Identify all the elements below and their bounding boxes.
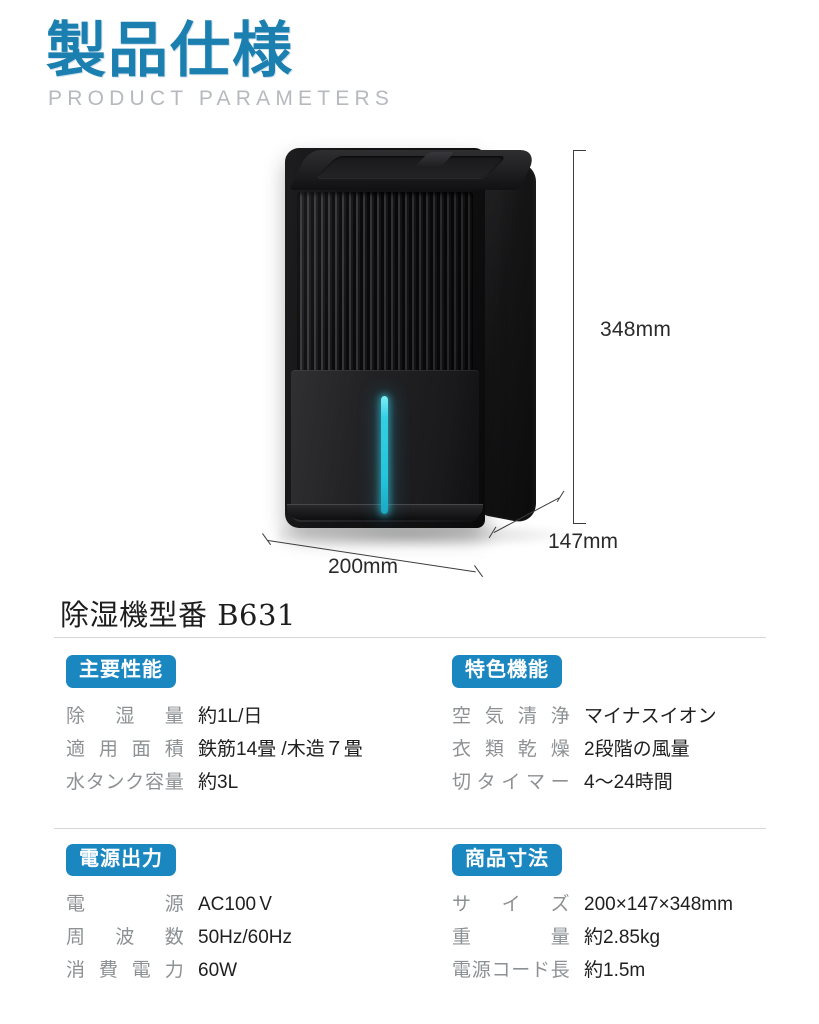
- width-dimension-cap-left: [262, 532, 272, 546]
- spec-label: 切タイマー: [452, 771, 570, 793]
- product-image-area: 348mm 200mm 147mm: [0, 140, 819, 590]
- spec-row: 適用面積 鉄筋14畳 /木造７畳: [66, 734, 390, 761]
- section-badge-main-performance: 主要性能: [66, 655, 176, 688]
- spec-row: 電源 AC100Ｖ: [66, 889, 390, 916]
- spec-list-power-output: 電源 AC100Ｖ 周波数 50Hz/60Hz 消費電力 60W: [66, 889, 390, 982]
- spec-row-group-1: 主要性能 除湿量 約1L/日 適用面積 鉄筋14畳 /木造７畳 水タンク容量 約…: [0, 655, 819, 800]
- spec-value: 約1.5m: [584, 960, 646, 982]
- spec-label: 空気清浄: [452, 705, 570, 727]
- section-badge-product-dimensions: 商品寸法: [452, 843, 562, 877]
- spec-value: 200×147×348mm: [584, 894, 733, 916]
- spec-row-group-2: 電源出力 電源 AC100Ｖ 周波数 50Hz/60Hz 消費電力 60W 商品…: [0, 843, 819, 989]
- depth-dimension-label: 147mm: [548, 530, 619, 553]
- spec-section-power-output: 電源出力 電源 AC100Ｖ 周波数 50Hz/60Hz 消費電力 60W: [0, 843, 390, 989]
- dehumidifier-illustration: [285, 148, 539, 533]
- spec-row: 重量 約2.85kg: [452, 922, 780, 949]
- device-top-inset: [315, 156, 507, 178]
- spec-label: 除湿量: [66, 705, 184, 727]
- width-dimension-label: 200mm: [328, 555, 399, 578]
- page-title: 製品仕様: [46, 16, 294, 86]
- spec-label: 消費電力: [66, 960, 184, 982]
- page-subtitle: PRODUCT PARAMETERS: [48, 87, 395, 110]
- spec-value: 鉄筋14畳 /木造７畳: [198, 738, 363, 760]
- section-badge-power-output: 電源出力: [66, 843, 176, 877]
- specification-grid: 主要性能 除湿量 約1L/日 適用面積 鉄筋14畳 /木造７畳 水タンク容量 約…: [0, 655, 819, 988]
- device-grille-shading: [297, 192, 473, 372]
- height-dimension-line: [573, 150, 586, 524]
- spec-value: マイナスイオン: [584, 705, 717, 727]
- spec-row: 水タンク容量 約3L: [66, 767, 390, 794]
- spec-label: 周波数: [66, 927, 184, 949]
- spec-row: 消費電力 60W: [66, 955, 390, 982]
- section-badge-feature-functions: 特色機能: [452, 655, 562, 688]
- divider-middle: [54, 828, 766, 829]
- spec-label: 重量: [452, 927, 570, 949]
- spec-list-main-performance: 除湿量 約1L/日 適用面積 鉄筋14畳 /木造７畳 水タンク容量 約3L: [66, 701, 390, 794]
- spec-label: 電源コード長: [452, 960, 570, 982]
- device-led-strip: [381, 396, 388, 514]
- page-header: 製品仕様 PRODUCT PARAMETERS: [46, 20, 646, 111]
- device-vent-grille: [297, 192, 473, 372]
- spec-value: 50Hz/60Hz: [198, 927, 292, 949]
- spec-list-feature-functions: 空気清浄 マイナスイオン 衣類乾燥 2段階の風量 切タイマー 4〜24時間: [452, 701, 780, 794]
- height-dimension-label: 348mm: [600, 318, 672, 341]
- spec-row: 除湿量 約1L/日: [66, 701, 390, 728]
- spec-value: 2段階の風量: [584, 738, 690, 760]
- spec-value: AC100Ｖ: [198, 894, 276, 916]
- spec-group-spacer: [0, 800, 819, 844]
- spec-label: サイズ: [452, 894, 570, 916]
- spec-row: 切タイマー 4〜24時間: [452, 767, 780, 794]
- spec-row: 衣類乾燥 2段階の風量: [452, 734, 780, 761]
- spec-row: 電源コード長 約1.5m: [452, 955, 780, 982]
- model-number-heading: 除湿機型番 B631: [60, 598, 296, 632]
- spec-label: 水タンク容量: [66, 771, 184, 793]
- spec-section-main-performance: 主要性能 除湿量 約1L/日 適用面積 鉄筋14畳 /木造７畳 水タンク容量 約…: [0, 655, 390, 800]
- device-top-cap: [289, 150, 539, 190]
- device-side-face: [478, 154, 536, 526]
- spec-section-feature-functions: 特色機能 空気清浄 マイナスイオン 衣類乾燥 2段階の風量 切タイマー 4〜24…: [390, 655, 780, 800]
- spec-row: サイズ 200×147×348mm: [452, 889, 780, 916]
- divider-top: [54, 637, 766, 638]
- spec-label: 衣類乾燥: [452, 738, 570, 760]
- spec-value: 約3L: [198, 771, 239, 793]
- spec-row: 周波数 50Hz/60Hz: [66, 922, 390, 949]
- spec-section-product-dimensions: 商品寸法 サイズ 200×147×348mm 重量 約2.85kg 電源コード長…: [390, 843, 780, 989]
- spec-value: 60W: [198, 960, 238, 982]
- spec-row: 空気清浄 マイナスイオン: [452, 701, 780, 728]
- spec-list-product-dimensions: サイズ 200×147×348mm 重量 約2.85kg 電源コード長 約1.5…: [452, 889, 780, 982]
- spec-value: 約1L/日: [198, 705, 263, 727]
- spec-label: 適用面積: [66, 738, 184, 760]
- spec-label: 電源: [66, 894, 184, 916]
- spec-value: 約2.85kg: [584, 927, 661, 949]
- spec-value: 4〜24時間: [584, 771, 673, 793]
